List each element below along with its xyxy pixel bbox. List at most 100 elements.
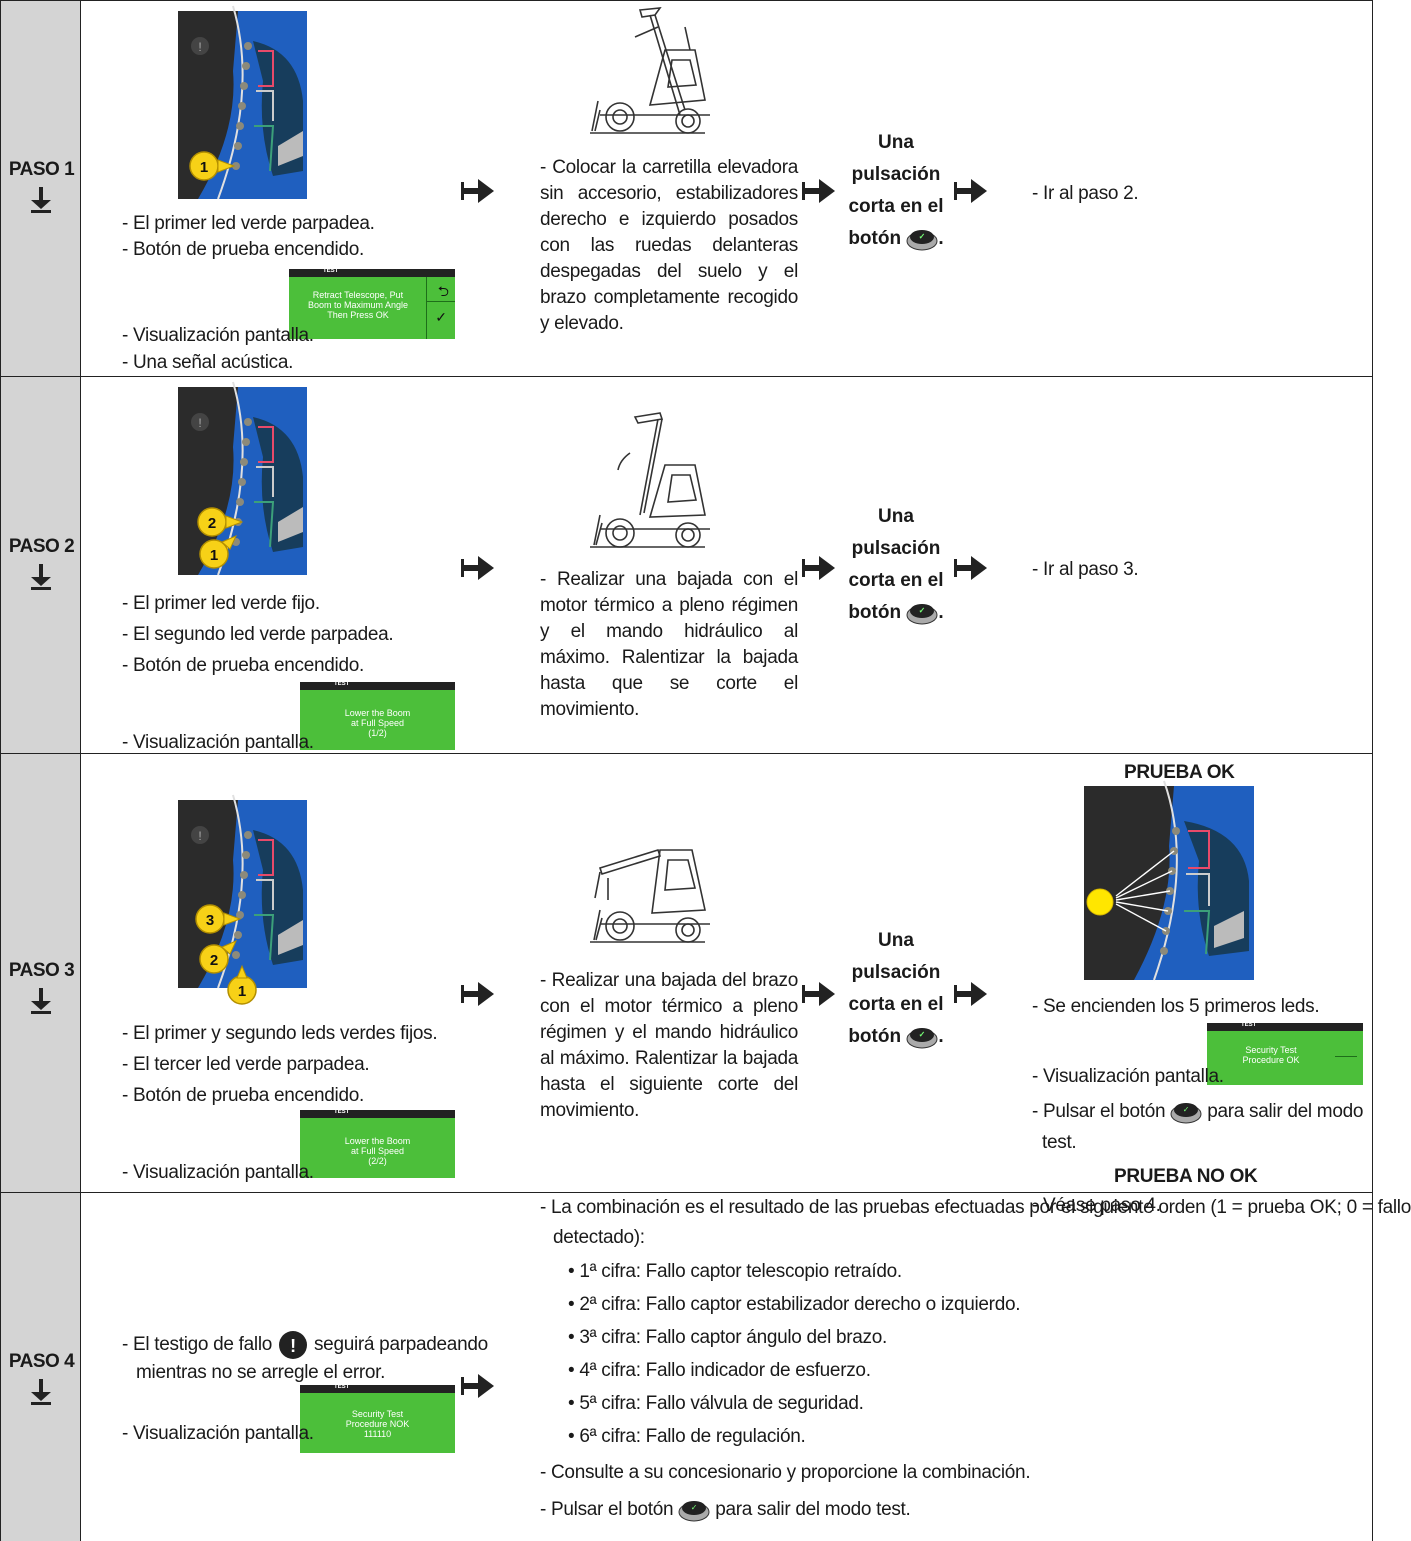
svg-text:1: 1 xyxy=(200,159,208,176)
combination-intro: - La combinación es el resultado de las … xyxy=(540,1197,1411,1218)
arrow-right-icon xyxy=(802,179,835,203)
step-label: PASO 4 xyxy=(8,1351,75,1372)
svg-text:✓: ✓ xyxy=(1183,1105,1189,1114)
forklift-illustration xyxy=(590,7,710,134)
result-ok-line: - Se encienden los 5 primeros leds. xyxy=(1032,996,1320,1017)
step-row-3: PASO 3 ! 3 2 1 xyxy=(0,753,1373,1216)
digit-item: • 6ª cifra: Fallo de regulación. xyxy=(568,1426,806,1447)
step-result-text: - Ir al paso 3. xyxy=(1032,559,1139,580)
svg-text:✓: ✓ xyxy=(691,1503,697,1512)
step-label: PASO 1 xyxy=(8,159,75,180)
display-label: - Visualización pantalla. xyxy=(1032,1066,1224,1087)
svg-text:!: ! xyxy=(290,1336,296,1356)
svg-text:!: ! xyxy=(198,829,201,843)
fault-indicator-line: - El testigo de fallo ! seguirá parpadea… xyxy=(122,1330,488,1360)
step-label-cell: PASO 3 xyxy=(0,754,81,1193)
fault-warning-icon: ! xyxy=(279,1331,307,1359)
digit-item: • 2ª cifra: Fallo captor estabilizador d… xyxy=(568,1294,1021,1315)
exit-instruction: - Pulsar el botón ✓ para salir del modo … xyxy=(540,1499,911,1522)
arrow-right-icon xyxy=(461,179,494,203)
back-icon: ⮌ xyxy=(437,283,449,299)
step-badge-2: 2 xyxy=(199,940,237,974)
arrow-down-icon xyxy=(31,187,51,213)
svg-text:✓: ✓ xyxy=(919,606,926,615)
step-row-4: PASO 4 - El testigo de fallo ! seguirá p… xyxy=(0,1192,1411,1541)
svg-text:!: ! xyxy=(198,416,201,430)
result-nok-title: PRUEBA NO OK xyxy=(1114,1166,1258,1187)
step-left-line: - El primer y segundo leds verdes fijos. xyxy=(122,1023,438,1044)
step-badge-1: 1 xyxy=(199,535,237,569)
result-nok-line: - Véase paso 4. xyxy=(1032,1195,1161,1216)
step-result-text: - Ir al paso 2. xyxy=(1032,183,1139,204)
step-action-text: - Realizar una bajada con el motor térmi… xyxy=(540,569,798,720)
result-ok-title: PRUEBA OK xyxy=(1124,762,1235,783)
exit-instruction-cont: test. xyxy=(1042,1132,1077,1153)
step-action-text: - Realizar una bajada del brazo con el m… xyxy=(540,970,798,1121)
step-label-cell: PASO 4 xyxy=(0,1193,81,1541)
arrow-right-icon xyxy=(461,556,494,580)
led-panel-image: ! xyxy=(178,794,307,989)
arrow-right-icon xyxy=(954,982,987,1006)
svg-text:2: 2 xyxy=(208,515,216,532)
arrow-right-icon xyxy=(802,982,835,1006)
step-label-cell: PASO 2 xyxy=(0,377,81,754)
svg-text:✓: ✓ xyxy=(919,232,926,241)
step-label: PASO 2 xyxy=(8,536,75,557)
ok-button-icon: ✓ xyxy=(906,229,938,251)
yellow-light-icon xyxy=(1086,888,1114,916)
arrow-right-icon xyxy=(954,556,987,580)
display-label: - Visualización pantalla. xyxy=(122,1162,314,1183)
display-label: - Visualización pantalla. xyxy=(122,325,314,346)
step-badge-2: 2 xyxy=(197,507,244,537)
forklift-illustration xyxy=(590,412,710,548)
step-left-line: - El tercer led verde parpadea. xyxy=(122,1054,370,1075)
led-panel-all-on-image xyxy=(1084,780,1254,981)
svg-text:1: 1 xyxy=(238,983,246,1000)
step-left-line: - Botón de prueba encendido. xyxy=(122,655,364,676)
digit-item: • 4ª cifra: Fallo indicador de esfuerzo. xyxy=(568,1360,871,1381)
svg-text:3: 3 xyxy=(206,912,214,929)
ok-button-icon: ✓ xyxy=(678,1500,710,1522)
arrow-right-icon xyxy=(461,1374,494,1398)
ok-button-icon: ✓ xyxy=(1170,1102,1202,1124)
step-left-line: - Botón de prueba encendido. xyxy=(122,239,364,260)
step-label-cell: PASO 1 xyxy=(0,1,81,377)
forklift-illustration xyxy=(590,849,710,943)
step-label: PASO 3 xyxy=(8,960,75,981)
arrow-down-icon xyxy=(31,564,51,590)
svg-text:✓: ✓ xyxy=(919,1030,926,1039)
digit-item: • 3ª cifra: Fallo captor ángulo del braz… xyxy=(568,1327,887,1348)
arrow-down-icon xyxy=(31,1379,51,1405)
acoustic-signal-line: - Una señal acústica. xyxy=(122,352,294,373)
fault-indicator-line-cont: mientras no se arregle el error. xyxy=(136,1362,386,1383)
display-label: - Visualización pantalla. xyxy=(122,1423,314,1444)
digit-item: • 5ª cifra: Fallo válvula de seguridad. xyxy=(568,1393,864,1414)
step-left-line: - El primer led verde parpadea. xyxy=(122,213,375,234)
arrow-down-icon xyxy=(31,988,51,1014)
svg-text:2: 2 xyxy=(210,952,218,969)
exit-instruction: - Pulsar el botón ✓ para salir del modo xyxy=(1032,1101,1364,1124)
step-left-line: - El segundo led verde parpadea. xyxy=(122,624,394,645)
svg-text:!: ! xyxy=(198,40,201,54)
step-badge-1: 1 xyxy=(189,151,236,181)
step-badge-3: 3 xyxy=(195,904,242,934)
arrow-right-icon xyxy=(802,556,835,580)
step-left-line: - El primer led verde fijo. xyxy=(122,593,320,614)
step-left-line: - Botón de prueba encendido. xyxy=(122,1085,364,1106)
step-row-2: PASO 2 ! 2 1 - El primer led verde fij xyxy=(0,376,1373,754)
check-icon: ✓ xyxy=(435,309,447,325)
step-badge-1: 1 xyxy=(227,964,257,1005)
consult-line: - Consulte a su concesionario y proporci… xyxy=(540,1462,1031,1483)
arrow-right-icon xyxy=(461,982,494,1006)
arrow-right-icon xyxy=(954,179,987,203)
combination-intro-cont: detectado): xyxy=(553,1227,645,1248)
